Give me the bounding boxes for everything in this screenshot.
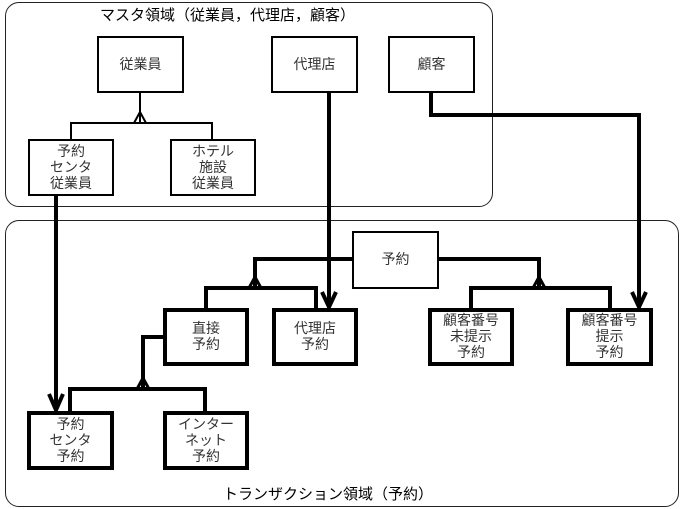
reservation-right-triangle — [531, 273, 547, 289]
entity-reservation[interactable]: 予約 — [352, 231, 439, 289]
entity-customer-number-reservation[interactable]: 顧客番号 提示 予約 — [566, 308, 653, 366]
entity-direct-reservation[interactable]: 直接 予約 — [163, 308, 249, 366]
transaction-region-title: トランザクション領域（予約） — [223, 485, 434, 503]
customer-relationship — [429, 92, 641, 307]
entity-center-employee[interactable]: 予約 センタ 従業員 — [28, 139, 114, 196]
reservation-left-triangle — [247, 273, 263, 289]
customer-arrow — [630, 291, 648, 312]
master-region-title: マスタ領域（従業員，代理店，顧客） — [100, 6, 356, 24]
agency-arrow — [320, 291, 338, 312]
entity-no-customer-number-reservation[interactable]: 顧客番号 未提示 予約 — [428, 308, 514, 366]
entity-hotel-employee[interactable]: ホテル 施設 従業員 — [170, 139, 256, 196]
reservation-right-connector — [438, 257, 612, 308]
center-employee-arrow — [47, 393, 65, 415]
transaction-region — [5, 220, 679, 507]
master-region — [5, 2, 493, 207]
entity-agency[interactable]: 代理店 — [271, 36, 358, 93]
entity-agency-reservation[interactable]: 代理店 予約 — [272, 308, 358, 366]
entity-employee[interactable]: 従業員 — [97, 36, 184, 93]
entity-center-reservation[interactable]: 予約 センタ 予約 — [27, 411, 114, 470]
direct-subtype-triangle — [135, 374, 151, 390]
employee-subtype-connector — [70, 92, 213, 139]
employee-subtype-triangle — [133, 109, 147, 124]
entity-customer[interactable]: 顧客 — [388, 36, 475, 93]
entity-internet-reservation[interactable]: インター ネット 予約 — [163, 411, 249, 470]
